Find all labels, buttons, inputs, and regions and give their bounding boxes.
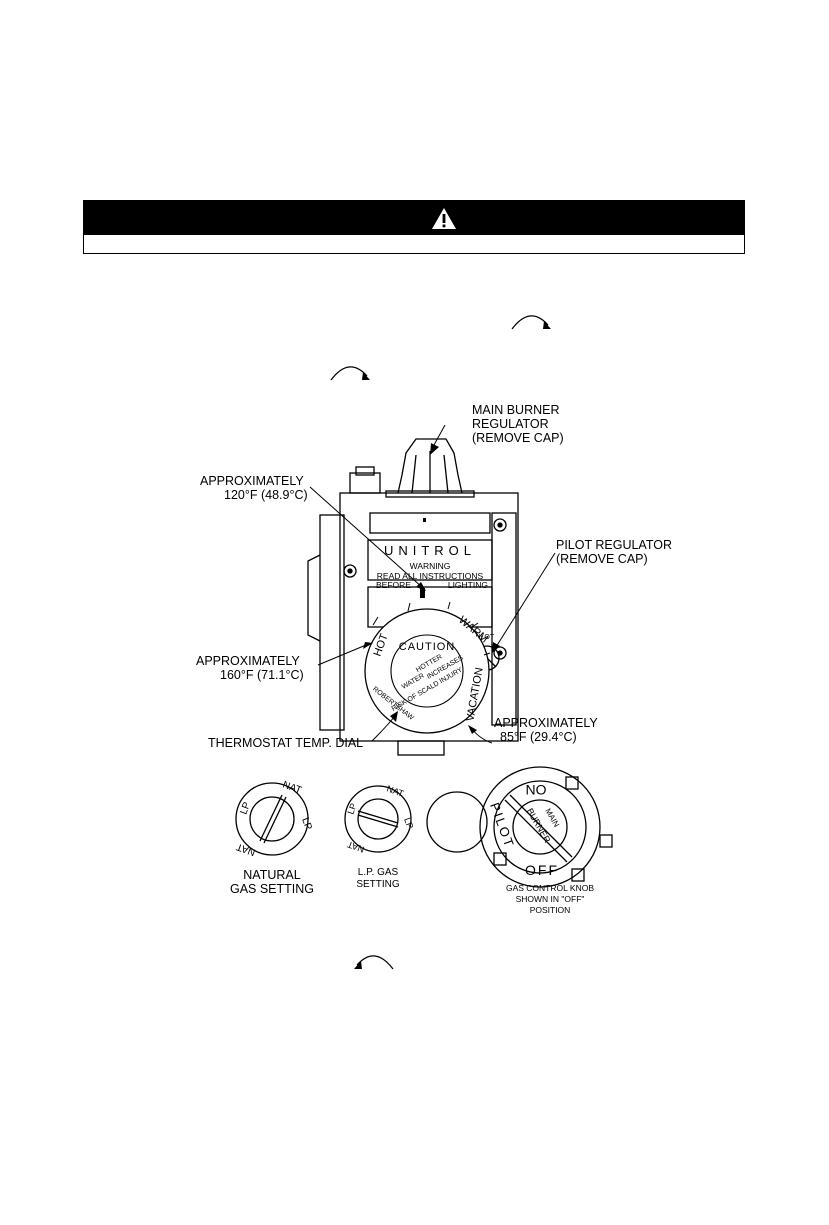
dial-caution: CAUTION <box>399 641 456 653</box>
label-pilot-reg-1: PILOT REGULATOR <box>556 538 672 552</box>
label-approx-160-2: 160°F (71.1°C) <box>220 668 304 682</box>
label-approx-120-2: 120°F (48.9°C) <box>224 488 308 502</box>
label-natural-gas-2: GAS SETTING <box>230 882 314 896</box>
ng-lp-left: LP <box>238 800 253 816</box>
warning-banner-header <box>84 201 744 235</box>
gck-main: MAIN <box>543 807 561 829</box>
warning-banner <box>83 200 745 254</box>
label-lp-gas-2: SETTING <box>356 879 400 890</box>
valve-brand: UNITROL <box>384 543 476 558</box>
warning-triangle-icon <box>432 208 456 229</box>
label-approx-85-2: 85°F (29.4°C) <box>500 730 577 744</box>
gck-off: OFF <box>525 862 559 878</box>
ng-lp-right: LP <box>299 816 314 832</box>
valve-warning-title: WARNING <box>410 561 451 571</box>
blank-circle <box>426 791 488 853</box>
label-approx-160-1: APPROXIMATELY <box>196 654 300 668</box>
valve-body <box>307 438 519 756</box>
gas-valve-diagram: UNITROL WARNING READ ALL INSTRUCTIONS BE… <box>196 403 672 915</box>
counterclockwise-arrow-icon <box>354 955 394 970</box>
label-main-burner-3: (REMOVE CAP) <box>472 431 564 445</box>
thermostat-dial <box>364 601 491 734</box>
ng-nat-top: NAT <box>281 779 303 796</box>
label-gas-control-2: SHOWN IN "OFF" <box>516 894 585 904</box>
clockwise-arrow-icon <box>511 315 551 330</box>
lp-gas-knob <box>344 785 412 853</box>
label-gas-control-3: POSITION <box>530 905 571 915</box>
label-pilot-reg-2: (REMOVE CAP) <box>556 552 648 566</box>
valve-warning-before: BEFORE <box>376 580 411 590</box>
label-main-burner-2: REGULATOR <box>472 417 549 431</box>
gck-on: ON <box>526 782 547 798</box>
clockwise-arrow-icon <box>330 366 370 381</box>
label-main-burner-1: MAIN BURNER <box>472 403 560 417</box>
valve-warning-lighting: LIGHTING <box>448 580 488 590</box>
label-gas-control-1: GAS CONTROL KNOB <box>506 883 594 893</box>
valve-warning-line1: READ ALL INSTRUCTIONS <box>377 571 484 581</box>
label-thermostat-dial: THERMOSTAT TEMP. DIAL <box>208 736 363 750</box>
natural-gas-knob <box>235 782 309 856</box>
label-approx-85-1: APPROXIMATELY <box>494 716 598 730</box>
lp-lp-left: LP <box>345 802 358 816</box>
lp-lp-right: LP <box>402 816 415 830</box>
label-natural-gas-1: NATURAL <box>243 868 300 882</box>
lp-nat-bottom: NAT <box>346 839 366 854</box>
label-approx-120-1: APPROXIMATELY <box>200 474 304 488</box>
leader-lines <box>309 424 556 744</box>
gas-control-knob <box>479 766 613 888</box>
valve-pilot-label: PILOT <box>474 634 495 641</box>
label-lp-gas-1: L.P. GAS <box>358 867 399 878</box>
